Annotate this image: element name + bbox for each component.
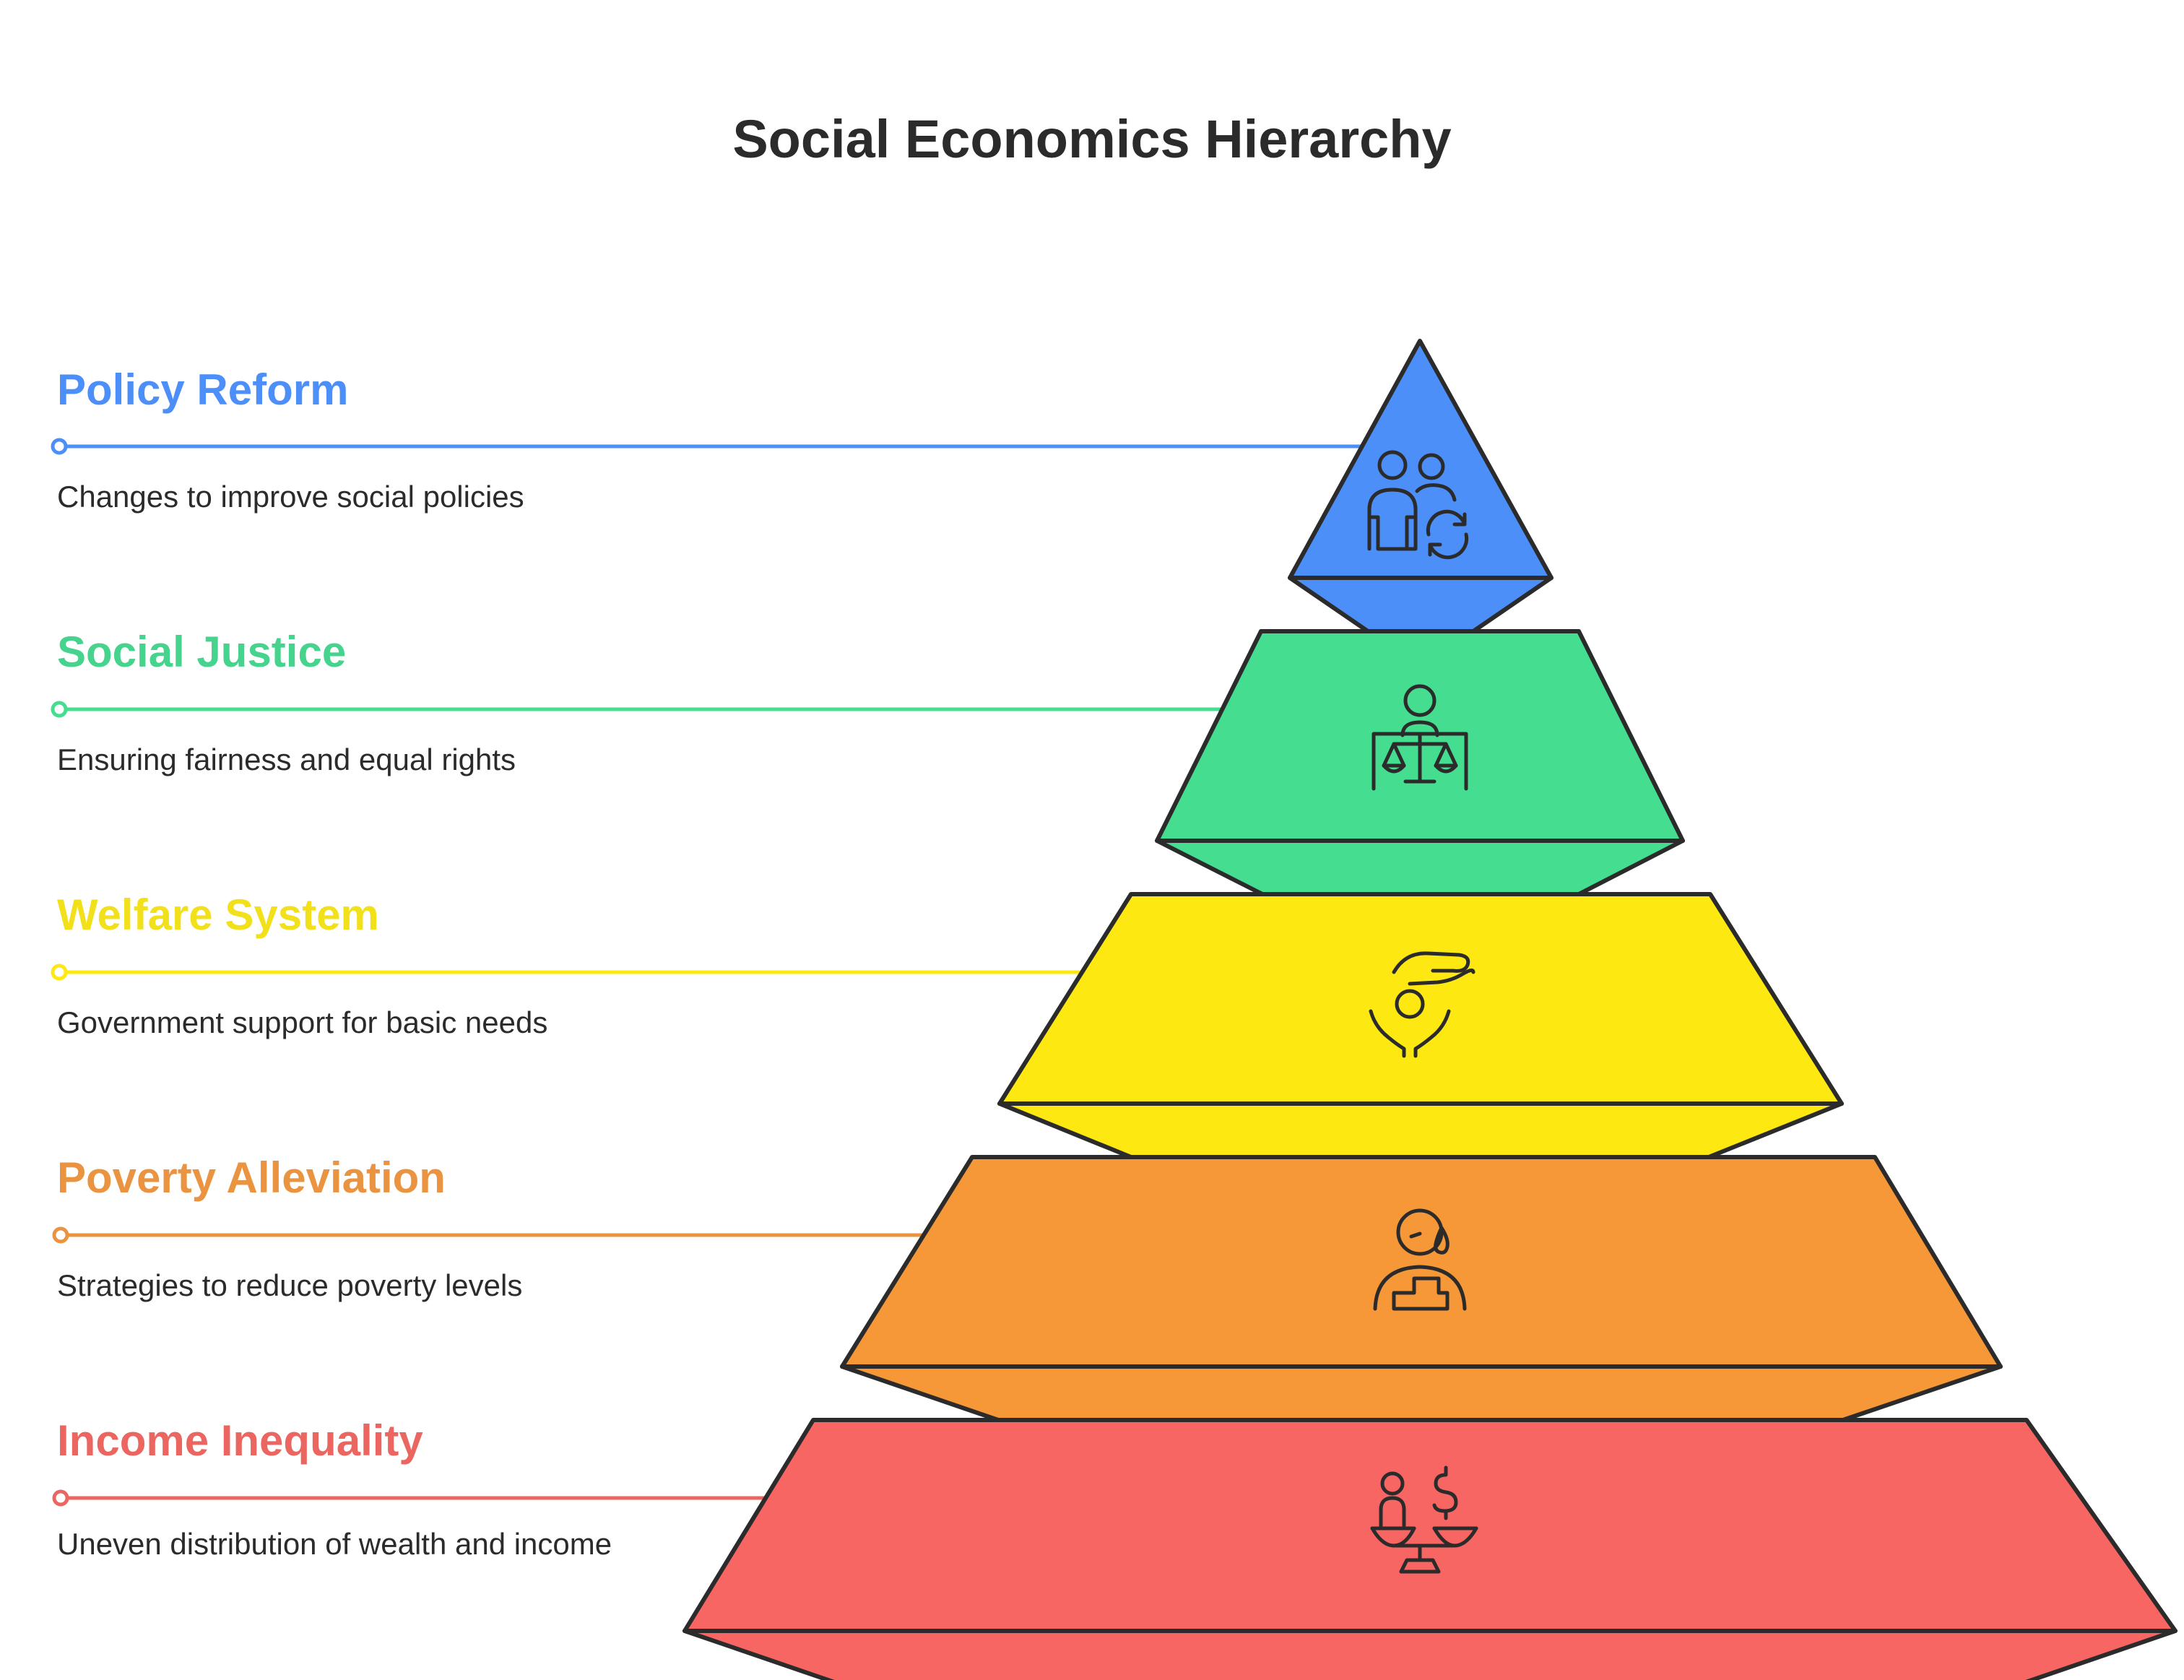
connector-social-justice — [51, 701, 1230, 718]
desc-social-justice: Ensuring fairness and equal rights — [57, 742, 516, 776]
label-income-inequality: Income Inequality — [57, 1416, 423, 1465]
tier-policy-reform — [1288, 339, 1554, 633]
hand-support-person-icon — [1369, 951, 1476, 1058]
desc-policy-reform: Changes to improve social policies — [57, 480, 524, 514]
desc-poverty-alleviation: Strategies to reduce poverty levels — [57, 1268, 523, 1302]
sad-person-icon — [1373, 1208, 1467, 1311]
label-welfare-system: Welfare System — [57, 891, 379, 939]
people-refresh-icon — [1367, 450, 1469, 560]
person-dollar-balance-icon — [1370, 1465, 1478, 1574]
connector-welfare-system — [51, 964, 1086, 981]
connector-income-inequality — [52, 1489, 771, 1507]
desc-welfare-system: Government support for basic needs — [57, 1005, 548, 1039]
judge-scales-icon — [1372, 684, 1468, 791]
desc-income-inequality: Uneven distribution of wealth and income — [57, 1527, 612, 1561]
tier-welfare-system — [997, 892, 1844, 1159]
tier-income-inequality — [682, 1418, 2178, 1680]
label-policy-reform: Policy Reform — [57, 365, 349, 414]
connector-policy-reform — [51, 438, 1367, 455]
connector-poverty-alleviation — [52, 1226, 930, 1244]
label-social-justice: Social Justice — [57, 628, 347, 676]
tier-poverty-alleviation — [840, 1155, 2003, 1422]
label-poverty-alleviation: Poverty Alleviation — [57, 1153, 446, 1202]
diagram-title: Social Economics Hierarchy — [732, 109, 1452, 169]
